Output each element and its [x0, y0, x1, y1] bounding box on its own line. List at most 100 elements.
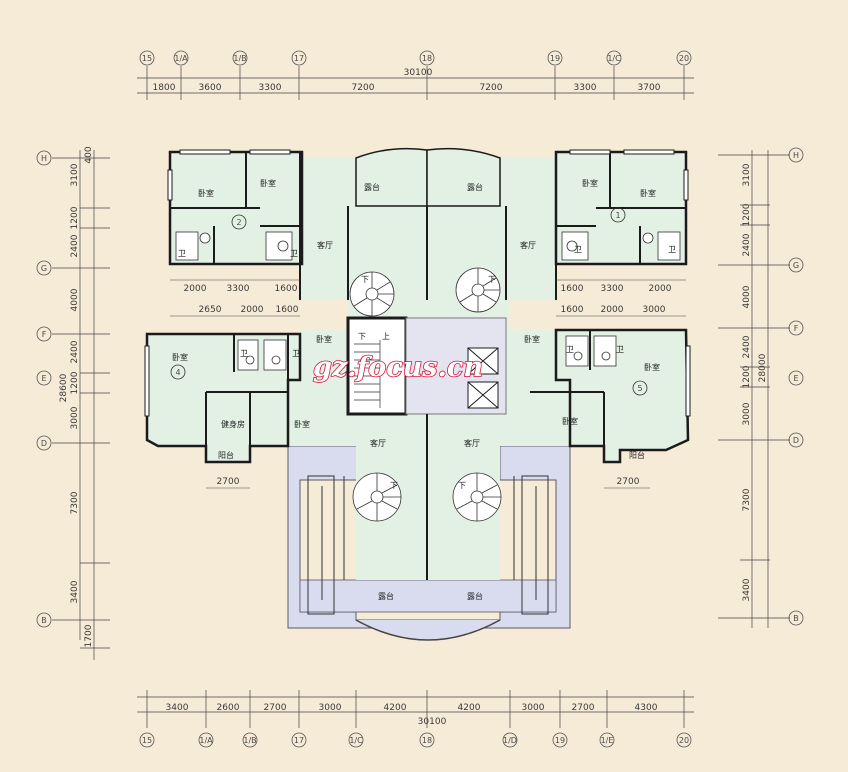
axis-label: 1/D [503, 736, 517, 745]
balcony-label: 阳台 [218, 450, 234, 460]
lower-terrace-bay [355, 619, 501, 641]
dim-text: 7300 [742, 488, 752, 511]
axis-label: 15 [142, 736, 152, 745]
dim-text: 3000 [742, 402, 752, 425]
dim-text: 3300 [259, 83, 282, 93]
terrace-label: 露台 [467, 591, 483, 601]
dim-text: 2400 [70, 234, 80, 257]
stair-down-label: 下 [390, 481, 398, 490]
dim-text: 3000 [70, 406, 80, 429]
dim-text: 3300 [601, 284, 624, 294]
dim-text: 3000 [522, 703, 545, 713]
bath-label: 卫 [616, 345, 624, 354]
axis-label: E [41, 374, 46, 383]
dim-text: 4000 [70, 288, 80, 311]
top-axis-labels: 15 1/A 1/B 17 18 19 1/C 20 [142, 54, 689, 63]
axis-label: 20 [679, 736, 689, 745]
dim-text: 2000 [184, 284, 207, 294]
interior-walls [170, 152, 686, 580]
dim-text: 1600 [276, 305, 299, 315]
axis-label: 1/B [233, 54, 246, 63]
bathroom-fixtures [175, 231, 681, 371]
axis-label: B [793, 614, 799, 623]
axis-label: H [793, 151, 799, 160]
stair-down-label: 下 [361, 275, 369, 284]
bedroom-label: 卧室 [316, 334, 332, 344]
dim-text: 1600 [561, 305, 584, 315]
left-axis-markers [36, 150, 52, 628]
windows [144, 149, 691, 417]
living-room-label: 客厅 [464, 438, 480, 448]
bath-label: 卫 [240, 349, 248, 358]
dim-text: 3400 [166, 703, 189, 713]
bottom-axis-markers [139, 732, 692, 748]
dim-text: 2700 [217, 477, 240, 487]
stair-down-label: 下 [488, 275, 496, 284]
left-segment-dimensions: 3100 400 1200 2400 4000 2400 1200 3000 7… [59, 146, 94, 647]
dim-text: 3400 [742, 578, 752, 601]
unit-number-markers [170, 207, 648, 396]
dim-text: 2400 [70, 340, 80, 363]
right-total-dimension: 28000 [758, 353, 768, 382]
dim-text: 2400 [742, 335, 752, 358]
axis-label: 18 [422, 736, 432, 745]
bath-label: 卫 [292, 349, 300, 358]
bath-label: 卫 [668, 245, 676, 254]
bedroom-label: 卧室 [644, 362, 660, 372]
axis-label: 1/C [607, 54, 621, 63]
watermark-text: gz.focus.cn [313, 352, 483, 383]
axis-label: 20 [679, 54, 689, 63]
unit-number: 4 [175, 368, 180, 377]
axis-label: B [41, 616, 47, 625]
dim-text: 4200 [384, 703, 407, 713]
unit-number: 1 [615, 211, 620, 220]
dim-text: 3300 [574, 83, 597, 93]
axis-label: 1/A [174, 54, 188, 63]
dim-text: 2000 [649, 284, 672, 294]
axis-label: D [41, 439, 47, 448]
dim-text: 3700 [638, 83, 661, 93]
bedroom-label: 卧室 [640, 188, 656, 198]
upper-terrace-bay-left [355, 147, 428, 207]
dim-text: 1200 [70, 371, 80, 394]
dim-text: 7200 [480, 83, 503, 93]
axis-label: H [41, 154, 47, 163]
dim-text: 1700 [84, 624, 94, 647]
dim-text: 3400 [70, 580, 80, 603]
bottom-axis-labels: 15 1/A 1/B 17 1/C 18 1/D 19 1/E 20 [142, 736, 689, 745]
axis-label: 1/A [199, 736, 213, 745]
dim-text: 3100 [70, 163, 80, 186]
stair-down-label: 下 [458, 481, 466, 490]
dim-text: 2400 [742, 233, 752, 256]
inner-dimension-texts: 2000 3300 1600 1600 3300 2000 2650 2000 … [184, 284, 672, 487]
dim-text: 3000 [643, 305, 666, 315]
gym-label: 健身房 [221, 419, 245, 429]
terrace-walkway-lines [307, 475, 549, 615]
right-axis-labels: H G F E D B [793, 151, 799, 623]
right-dimension-lines [718, 150, 790, 628]
elevator-cars [467, 347, 499, 409]
axis-label: 1/E [601, 736, 614, 745]
dim-text: 4300 [635, 703, 658, 713]
bedroom-label: 卧室 [524, 334, 540, 344]
bath-label: 卫 [178, 249, 186, 258]
dim-text: 1200 [742, 203, 752, 226]
bedroom-label: 卧室 [260, 178, 276, 188]
right-segment-dimensions: 3100 1200 2400 4000 2400 1200 3000 7300 … [742, 163, 768, 601]
bath-label: 卫 [290, 249, 298, 258]
bottom-total-dimension: 30100 [418, 717, 447, 727]
axis-label: 1/B [243, 736, 256, 745]
dim-text: 1800 [153, 83, 176, 93]
dim-text: 1600 [275, 284, 298, 294]
bedroom-label: 卧室 [198, 188, 214, 198]
dim-text: 1200 [70, 206, 80, 229]
unit-number: 5 [637, 384, 642, 393]
dim-text: 3100 [742, 163, 752, 186]
axis-label: 1/C [349, 736, 363, 745]
upper-terrace-bay-right [426, 147, 501, 207]
dim-text: 3600 [199, 83, 222, 93]
balcony-label: 阳台 [629, 450, 645, 460]
living-room-label: 客厅 [370, 438, 386, 448]
dim-text: 1200 [742, 365, 752, 388]
living-room-label: 客厅 [520, 240, 536, 250]
